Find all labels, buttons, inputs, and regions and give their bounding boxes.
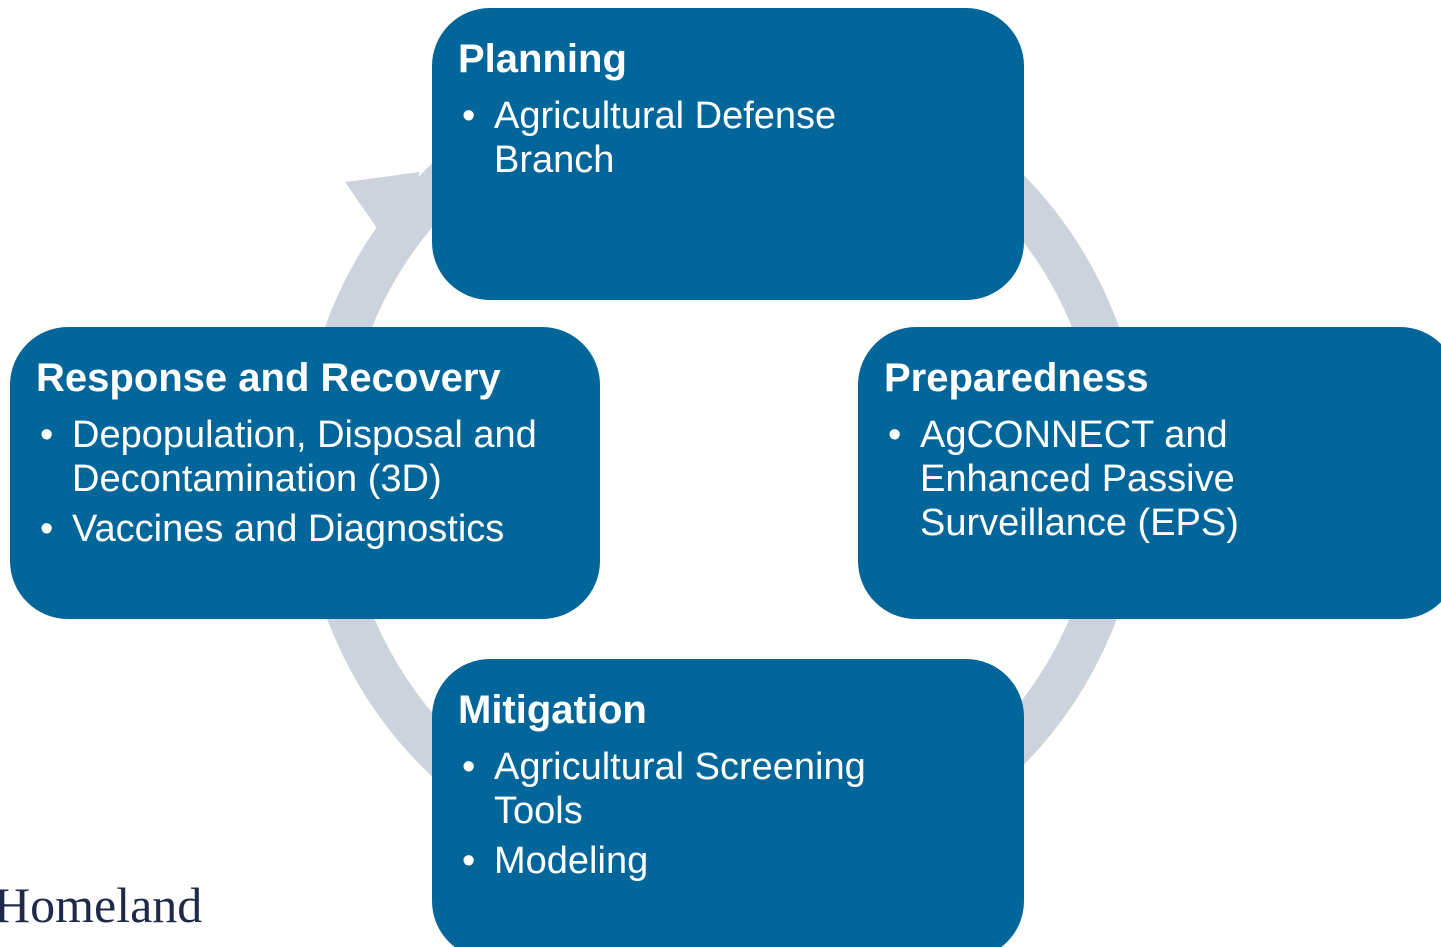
- mitigation-list: Agricultural Screening Tools Modeling: [458, 745, 998, 883]
- mitigation-node: Mitigation Agricultural Screening Tools …: [432, 659, 1024, 947]
- preparedness-list: AgCONNECT and Enhanced Passive Surveilla…: [884, 413, 1432, 545]
- planning-title: Planning: [458, 37, 627, 81]
- preparedness-title: Preparedness: [884, 356, 1149, 400]
- mitigation-title: Mitigation: [458, 688, 647, 732]
- cycle-arrowhead: [345, 172, 420, 250]
- mitigation-item: Agricultural Screening Tools: [458, 745, 954, 833]
- response-recovery-list: Depopulation, Disposal and Decontaminati…: [36, 413, 574, 551]
- mitigation-item: Modeling: [458, 839, 998, 883]
- response-recovery-title: Response and Recovery: [36, 356, 501, 400]
- response-recovery-item: Depopulation, Disposal and Decontaminati…: [36, 413, 592, 501]
- response-recovery-node: Response and Recovery Depopulation, Disp…: [10, 327, 600, 619]
- response-recovery-item: Vaccines and Diagnostics: [36, 507, 574, 551]
- homeland-logo-text: Homeland: [0, 877, 203, 933]
- planning-node: Planning Agricultural Defense Branch: [432, 8, 1024, 300]
- planning-list: Agricultural Defense Branch: [458, 94, 998, 182]
- preparedness-node: Preparedness AgCONNECT and Enhanced Pass…: [858, 327, 1441, 619]
- preparedness-item: AgCONNECT and Enhanced Passive Surveilla…: [884, 413, 1320, 545]
- planning-item: Agricultural Defense Branch: [458, 94, 914, 182]
